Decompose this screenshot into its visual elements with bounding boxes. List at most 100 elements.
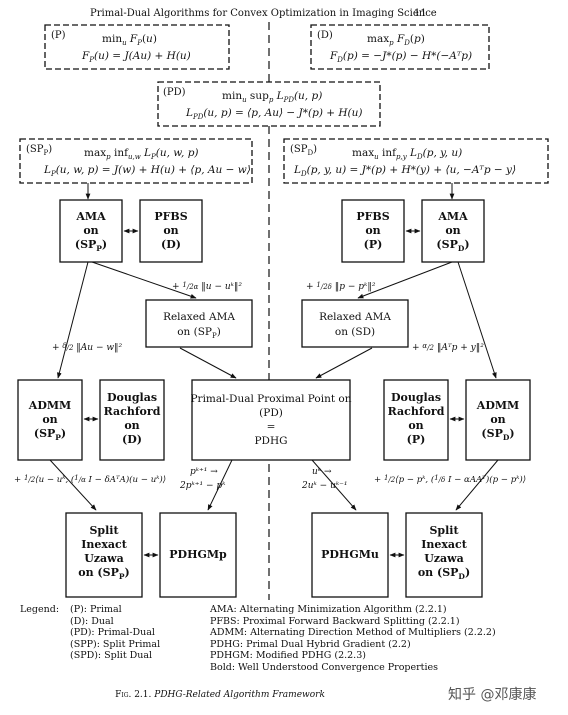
pfbs-p-node: PFBS on (P): [341, 199, 405, 263]
svg-text:LP(u, w, p) = J(w) + H(u) + ⟨p: LP(u, w, p) = J(w) + H(u) + ⟨p, Au − w⟩: [43, 164, 251, 178]
split-inexact-uzawa-spd-node: Split Inexact Uzawa on (SPD): [405, 512, 483, 598]
svg-text:(P): (P): [51, 30, 66, 41]
svg-text:(SPP): (SPP): [75, 238, 107, 253]
svg-text:LPD(u, p) = ⟨p, Au⟩ − J*(p) +: LPD(u, p) = ⟨p, Au⟩ − J*(p) + H(u): [185, 107, 363, 121]
svg-text:minu FP(u): minu FP(u): [102, 33, 157, 47]
svg-text:+ 1/2α ‖u − uᵏ‖²: + 1/2α ‖u − uᵏ‖²: [172, 281, 242, 292]
legend-item: PDHG: Primal Dual Hybrid Gradient (2.2): [210, 638, 411, 650]
svg-text:Split: Split: [89, 524, 119, 537]
svg-text:Inexact: Inexact: [81, 538, 128, 551]
legend-item: PDHGM: Modified PDHG (2.2.3): [210, 650, 366, 662]
svg-text:PDHGMu: PDHGMu: [321, 548, 379, 561]
svg-text:on: on: [490, 413, 505, 426]
svg-text:Inexact: Inexact: [421, 538, 468, 551]
legend-item: Bold: Well Understood Convergence Proper…: [210, 661, 439, 673]
legend-item: AMA: Alternating Minimization Algorithm …: [210, 604, 447, 615]
relaxed-ama-spp-node: Relaxed AMA on (SPP): [145, 299, 253, 348]
legend-item: (SPD): Split Dual: [70, 650, 153, 662]
problem-p-box: (P) minu FP(u) FP(u) = J(Au) + H(u): [44, 24, 230, 70]
svg-text:ADMM: ADMM: [28, 399, 71, 412]
svg-text:on (SD): on (SD): [335, 326, 375, 338]
svg-text:maxp infu,w LP(u, w, p): maxp infu,w LP(u, w, p): [84, 147, 199, 161]
svg-text:Split: Split: [429, 524, 459, 537]
svg-text:(SPP): (SPP): [34, 427, 66, 442]
svg-text:LD(p, y, u) = J*(p) + H*(y) +: LD(p, y, u) = J*(p) + H*(y) + ⟨u, −Aᵀp −…: [293, 164, 516, 178]
svg-text:ADMM: ADMM: [476, 399, 519, 412]
svg-text:2pᵏ⁺¹ − pᵏ: 2pᵏ⁺¹ − pᵏ: [179, 481, 226, 491]
svg-text:Relaxed AMA: Relaxed AMA: [319, 311, 391, 323]
svg-text:+ 1/2δ ‖p − pᵏ‖²: + 1/2δ ‖p − pᵏ‖²: [306, 281, 376, 292]
watermark: 知乎 @邓康康: [448, 687, 537, 703]
legend-item: (PD): Primal-Dual: [70, 627, 155, 639]
svg-text:(D): (D): [122, 433, 142, 446]
svg-text:(SPD): (SPD): [436, 238, 469, 253]
svg-text:PFBS: PFBS: [356, 210, 389, 223]
svg-text:pᵏ⁺¹ →: pᵏ⁺¹ →: [190, 467, 218, 477]
legend-right: AMA: Alternating Minimization Algorithm …: [210, 604, 496, 674]
svg-text:(D): (D): [161, 238, 181, 251]
douglas-rachford-p-node: Douglas Rachford on (P): [383, 379, 449, 461]
problem-pd-box: (PD) minu supp LPD(u, p) LPD(u, p) = ⟨p,…: [157, 81, 381, 127]
svg-text:Douglas: Douglas: [107, 391, 157, 404]
douglas-rachford-d-node: Douglas Rachford on (D): [99, 379, 165, 461]
problem-spd-box: (SPD) maxu infp,y LD(p, y, u) LD(p, y, u…: [283, 138, 549, 184]
svg-text:uᵏ →: uᵏ →: [312, 467, 332, 477]
svg-text:(P): (P): [407, 433, 426, 446]
pdhgmu-node: PDHGMu: [311, 512, 389, 598]
svg-text:on: on: [408, 419, 423, 432]
primal-dual-proximal-point-node: Primal-Dual Proximal Point on (PD) = PDH…: [190, 379, 352, 461]
svg-text:PDHG: PDHG: [254, 435, 287, 447]
svg-text:(PD): (PD): [259, 407, 283, 419]
ama-spd-node: AMA on (SPD): [421, 199, 485, 263]
svg-text:Primal-Dual Proximal Point on: Primal-Dual Proximal Point on: [190, 393, 351, 405]
svg-text:FP(u) = J(Au) + H(u): FP(u) = J(Au) + H(u): [81, 50, 191, 64]
pfbs-d-node: PFBS on (D): [139, 199, 203, 263]
svg-text:=: =: [267, 421, 276, 433]
svg-text:(D): (D): [317, 30, 333, 41]
svg-text:Rachford: Rachford: [104, 405, 161, 418]
split-inexact-uzawa-spp-node: Split Inexact Uzawa on (SPP): [65, 512, 143, 598]
svg-text:2uᵏ − uᵏ⁻¹: 2uᵏ − uᵏ⁻¹: [301, 481, 348, 491]
svg-text:maxu infp,y LD(p, y, u): maxu infp,y LD(p, y, u): [352, 147, 462, 161]
svg-text:AMA: AMA: [75, 210, 106, 223]
legend-item: (SPP): Split Primal: [70, 638, 161, 650]
legend-item: (D): Dual: [70, 615, 114, 627]
svg-text:Rachford: Rachford: [388, 405, 445, 418]
svg-text:(P): (P): [364, 238, 383, 251]
svg-text:maxp FD(p): maxp FD(p): [367, 33, 425, 47]
relaxed-ama-spd-node: Relaxed AMA on (SD): [301, 299, 409, 348]
figure-caption: Fig. 2.1. PDHG-Related Algorithm Framewo…: [115, 690, 325, 700]
svg-text:on: on: [124, 419, 139, 432]
svg-text:+ δ/2 ‖Au − w‖²: + δ/2 ‖Au − w‖²: [52, 342, 123, 353]
svg-text:on: on: [445, 224, 460, 237]
svg-text:on: on: [163, 224, 178, 237]
svg-text:Douglas: Douglas: [391, 391, 441, 404]
problem-d-box: (D) maxp FD(p) FD(p) = −J*(p) − H*(−Aᵀp): [310, 24, 490, 70]
svg-text:PFBS: PFBS: [154, 210, 187, 223]
pdhgmp-node: PDHGMp: [159, 512, 237, 598]
svg-text:on (SPD): on (SPD): [418, 566, 470, 581]
svg-text:(PD): (PD): [163, 87, 186, 98]
svg-text:+ α/2 ‖Aᵀp + y‖²: + α/2 ‖Aᵀp + y‖²: [412, 342, 484, 353]
svg-text:PDHGMp: PDHGMp: [169, 548, 227, 561]
svg-text:Uzawa: Uzawa: [424, 552, 464, 565]
svg-text:(SPD): (SPD): [481, 427, 514, 442]
svg-text:FD(p) = −J*(p) − H*(−Aᵀp): FD(p) = −J*(p) − H*(−Aᵀp): [329, 50, 472, 64]
svg-text:on (SPP): on (SPP): [177, 326, 221, 340]
legend-item: (P): Primal: [70, 604, 122, 615]
admm-spp-node: ADMM on (SPP): [17, 379, 83, 461]
svg-text:on (SPP): on (SPP): [78, 566, 129, 581]
admm-spd-node: ADMM on (SPD): [465, 379, 531, 461]
legend-item: ADMM: Alternating Direction Method of Mu…: [210, 627, 496, 639]
svg-text:+ 1/2⟨u − uᵏ, (1/α I − δAᵀA)(u: + 1/2⟨u − uᵏ, (1/α I − δAᵀA)(u − uᵏ)⟩: [14, 474, 166, 485]
svg-text:on: on: [365, 224, 380, 237]
legend-item: PFBS: Proximal Forward Backward Splittin…: [210, 615, 460, 627]
legend-title: Legend:: [20, 604, 60, 615]
svg-text:AMA: AMA: [437, 210, 468, 223]
svg-text:+ 1/2⟨p − pᵏ, (1/δ I − αAAᵀ)(p: + 1/2⟨p − pᵏ, (1/δ I − αAAᵀ)(p − pᵏ)⟩: [374, 474, 526, 485]
running-header: Primal-Dual Algorithms for Convex Optimi…: [90, 8, 437, 19]
svg-text:on: on: [83, 224, 98, 237]
problem-spp-box: (SPP) maxp infu,w LP(u, w, p) LP(u, w, p…: [19, 138, 253, 184]
svg-text:on: on: [42, 413, 57, 426]
